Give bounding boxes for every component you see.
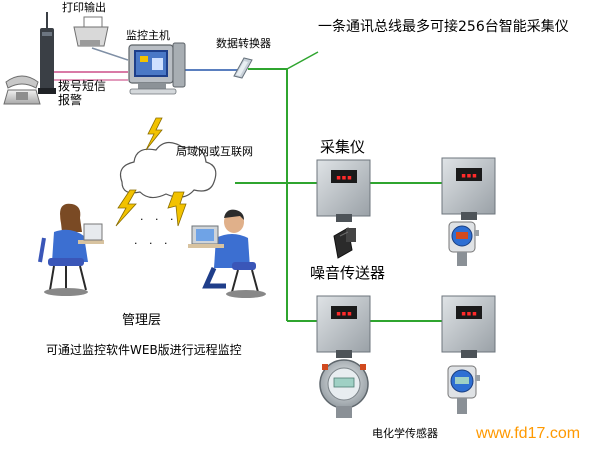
network-dots: · · · <box>134 237 172 250</box>
lightning-icon <box>167 191 187 227</box>
svg-text:▪▪▪: ▪▪▪ <box>336 173 352 183</box>
gas-sensor-icon <box>319 359 369 418</box>
monitor-host-label: 监控主机 <box>126 29 170 42</box>
svg-text:▪▪▪: ▪▪▪ <box>461 309 477 319</box>
management-layer-label: 管理层 <box>122 313 162 328</box>
telephone-icon <box>3 75 41 105</box>
bus-note-label: 一条通讯总线最多可接256台智能采集仪 <box>318 19 569 35</box>
modem-icon <box>38 12 56 94</box>
dial-sms-alarm-label-line1: 拨号短信 <box>58 79 107 93</box>
collector-box-icon: ▪▪▪ <box>316 295 371 358</box>
noise-sensor-label: 噪音传送器 <box>310 264 386 282</box>
network-dots: · · · <box>140 213 178 226</box>
gas-sensor-icon <box>448 221 479 266</box>
gas-sensor-icon <box>447 365 480 414</box>
data-converter-icon <box>233 57 253 79</box>
electrochemical-sensor-label: 电化学传感器 <box>372 427 438 440</box>
print-output-label: 打印输出 <box>62 1 106 14</box>
cloud-icon <box>119 141 217 199</box>
lan-internet-label: 局域网或互联网 <box>176 145 253 158</box>
operator-icon <box>38 203 104 296</box>
bus-note-connector <box>286 51 319 70</box>
collector-label: 采集仪 <box>320 138 366 156</box>
data-converter-label: 数据转换器 <box>216 37 271 50</box>
collector-box-icon: ▪▪▪ <box>441 157 496 220</box>
watermark: www.fd17.com <box>476 425 581 442</box>
operator-icon <box>188 209 266 298</box>
svg-text:▪▪▪: ▪▪▪ <box>336 309 352 319</box>
lightning-icon <box>145 117 163 151</box>
collector-box-icon: ▪▪▪ <box>441 295 496 358</box>
printer-to-host-link <box>91 47 129 61</box>
noise-sensor-icon <box>333 227 356 259</box>
printer-icon <box>73 16 109 47</box>
lightning-icon <box>115 189 137 227</box>
collector-box-icon: ▪▪▪ <box>316 159 371 222</box>
svg-text:▪▪▪: ▪▪▪ <box>461 171 477 181</box>
dial-sms-alarm-label-line2: 报警 <box>58 93 83 107</box>
monitor-host-icon <box>128 42 186 95</box>
remote-monitor-label: 可通过监控软件WEB版进行远程监控 <box>46 343 242 357</box>
